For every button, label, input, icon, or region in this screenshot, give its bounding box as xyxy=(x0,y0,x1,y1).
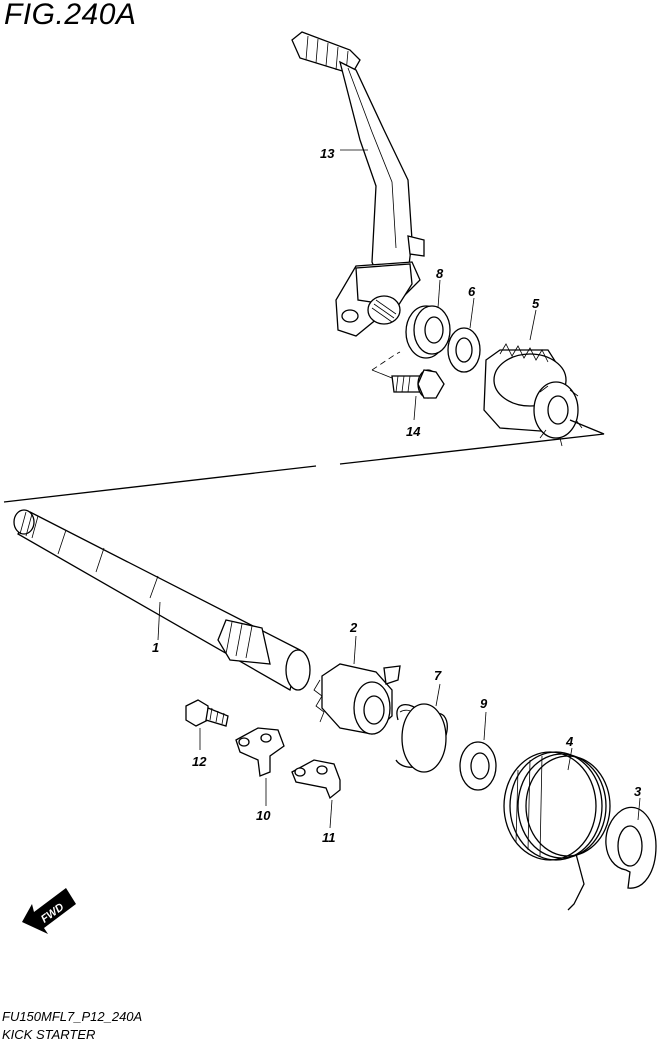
label-part-12[interactable]: 12 xyxy=(192,754,207,769)
label-part-2[interactable]: 2 xyxy=(349,620,358,635)
ratchet-spring[interactable] xyxy=(395,703,448,773)
label-part-9[interactable]: 9 xyxy=(480,696,488,711)
label-part-14[interactable]: 14 xyxy=(406,424,421,439)
stopper-plate[interactable] xyxy=(291,759,341,800)
washer[interactable] xyxy=(447,327,481,373)
label-part-11[interactable]: 11 xyxy=(322,830,336,845)
label-part-10[interactable]: 10 xyxy=(256,808,271,823)
guide-bolt[interactable] xyxy=(185,699,229,727)
bolt-lever[interactable] xyxy=(391,369,445,399)
label-part-13[interactable]: 13 xyxy=(320,146,335,161)
label-part-3[interactable]: 3 xyxy=(634,784,642,799)
oil-seal[interactable] xyxy=(405,305,451,359)
label-part-7[interactable]: 7 xyxy=(434,668,442,683)
label-part-4[interactable]: 4 xyxy=(565,734,574,749)
label-part-6[interactable]: 6 xyxy=(468,284,476,299)
figure-caption: KICK STARTER xyxy=(2,1027,96,1042)
guide-plate[interactable] xyxy=(235,727,285,777)
kick-starter-shaft[interactable] xyxy=(13,509,311,691)
figure-title: FIG.240A xyxy=(4,0,137,31)
kick-lever[interactable] xyxy=(291,31,425,337)
fwd-arrow-icon: FWD xyxy=(22,888,76,934)
label-part-1[interactable]: 1 xyxy=(152,640,159,655)
drawing-code: FU150MFL7_P12_240A xyxy=(2,1009,143,1024)
label-part-5[interactable]: 5 xyxy=(532,296,540,311)
ratchet-gear[interactable] xyxy=(313,663,401,735)
shim-washer[interactable] xyxy=(459,741,497,791)
kick-drive-gear[interactable] xyxy=(483,343,583,447)
label-part-8[interactable]: 8 xyxy=(436,266,444,281)
return-spring[interactable] xyxy=(503,751,611,911)
circlip[interactable] xyxy=(605,806,657,889)
